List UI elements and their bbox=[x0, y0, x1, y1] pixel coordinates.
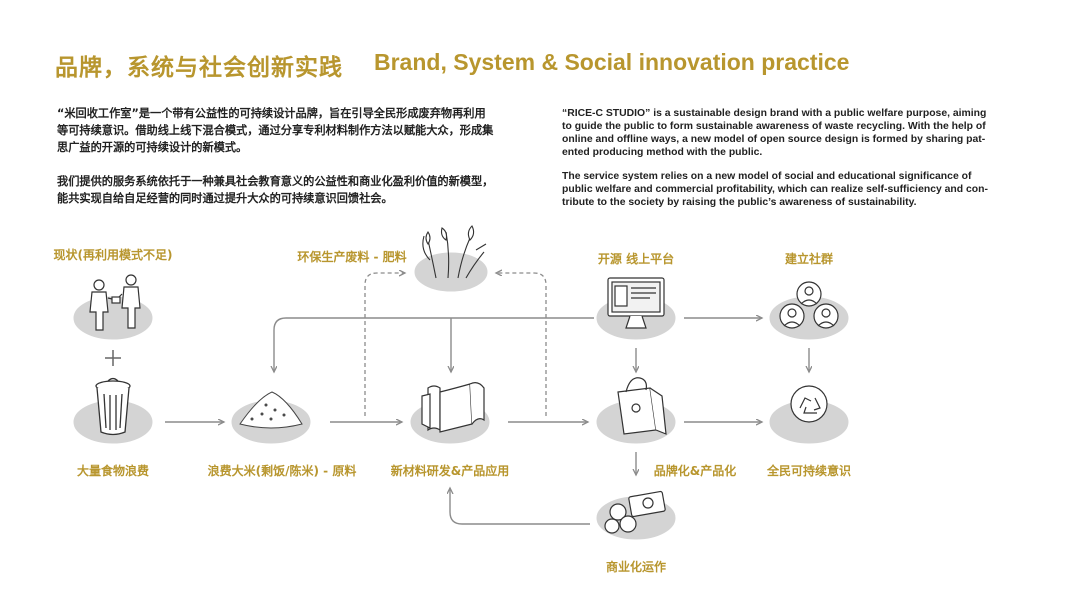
trash-bin-icon bbox=[95, 377, 131, 436]
people-icon bbox=[89, 274, 141, 331]
plus-icon bbox=[105, 350, 121, 366]
plant-icon bbox=[422, 225, 487, 279]
shopping-bag-icon bbox=[617, 377, 667, 435]
label-commercial: 商业化运作 bbox=[605, 560, 667, 574]
intro-en-line: public welfare and commercial profitabil… bbox=[562, 184, 988, 195]
coins-icon bbox=[604, 490, 666, 534]
intro-en-line: online and offline ways, a new model of … bbox=[562, 134, 986, 145]
intro-cn-line: 思广益的开源的可持续设计的新模式。 bbox=[57, 141, 248, 154]
rice-pile-icon bbox=[239, 391, 303, 429]
community-icon bbox=[779, 281, 839, 329]
label-food-waste: 大量食物浪费 bbox=[76, 464, 150, 478]
arrow-dashed-rice-to-fertilizer bbox=[364, 273, 405, 416]
intro-en-line: tribute to the society by raising the pu… bbox=[562, 197, 917, 208]
label-fertilizer: 环保生产废料 - 肥料 bbox=[297, 250, 407, 264]
material-sheets-icon bbox=[421, 382, 485, 433]
recycle-icon bbox=[790, 385, 828, 423]
arrow-platform-to-rice bbox=[274, 317, 594, 372]
arrow-commercial-to-material bbox=[450, 488, 590, 525]
intro-en-line: The service system relies on a new model… bbox=[562, 171, 972, 182]
intro-cn-line: 等可持续意识。借助线上线下混合模式，通过分享专利材料制作方法以赋能大众，形成集 bbox=[57, 124, 494, 137]
title-english: Brand, System & Social innovation practi… bbox=[374, 49, 850, 75]
intro-cn-line: 能共实现自给自足经营的同时通过提升大众的可持续意识回馈社会。 bbox=[57, 192, 393, 205]
label-status: 现状(再利用模式不足) bbox=[53, 248, 173, 262]
label-platform: 开源 线上平台 bbox=[597, 252, 675, 266]
monitor-icon bbox=[607, 277, 665, 329]
label-new-material: 新材料研发&产品应用 bbox=[390, 464, 510, 478]
title-chinese: 品牌，系统与社会创新实践 bbox=[55, 55, 343, 81]
arrow-dashed-material-to-fertilizer bbox=[496, 273, 547, 416]
intro-cn-line: “米回收工作室”是一个带有公益性的可持续设计品牌，旨在引导全民形成废弃物再利用 bbox=[57, 107, 486, 120]
label-waste-rice: 浪费大米(剩饭/陈米) - 原料 bbox=[207, 464, 357, 478]
disc-fertilizer bbox=[413, 251, 489, 293]
intro-cn-line: 我们提供的服务系统依托于一种兼具社会教育意义的公益性和商业化盈利价值的新模型， bbox=[57, 175, 494, 188]
label-community: 建立社群 bbox=[784, 252, 834, 266]
label-branding: 品牌化&产品化 bbox=[653, 464, 737, 478]
label-awareness: 全民可持续意识 bbox=[766, 464, 852, 478]
intro-en-line: to guide the public to form sustainable … bbox=[562, 121, 986, 132]
intro-en-line: “RICE-C STUDIO” is a sustainable design … bbox=[562, 108, 987, 119]
intro-en-line: ented producing method with the public. bbox=[562, 147, 763, 158]
